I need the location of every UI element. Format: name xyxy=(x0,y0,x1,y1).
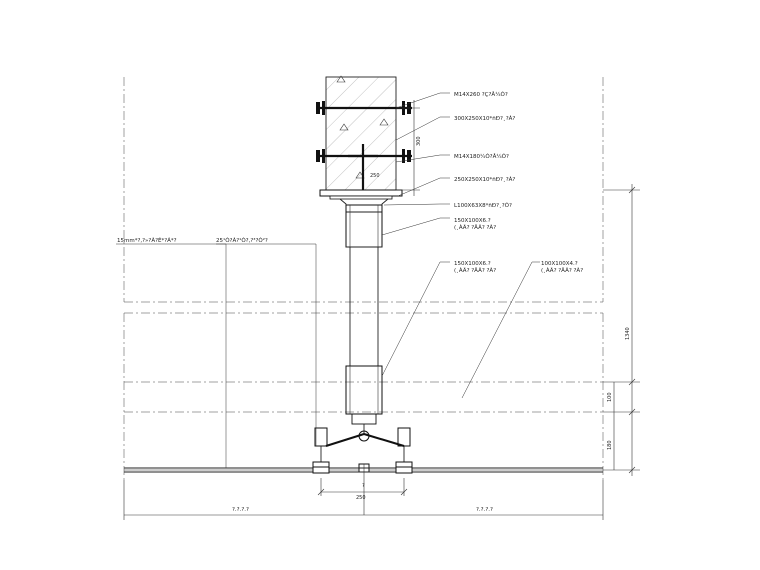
callout-tube-small-line1: 100X100X4.? xyxy=(541,261,578,267)
callout-tube-lower-line2: (¸ÀÃ? ?ÂÃ? ?À? xyxy=(454,267,496,274)
spider-fitting xyxy=(312,424,413,473)
callout-angle: L100X63X8*ñÐ?¸?Ó? xyxy=(454,202,512,209)
concrete-beam xyxy=(325,75,397,194)
steel-tube-main xyxy=(349,247,379,366)
dim-text-1340: 1340 xyxy=(625,327,631,340)
dim-bottom-250 xyxy=(317,478,408,496)
callout-tube-upper-line1: 150X100X6.? xyxy=(454,218,491,224)
callout-bolt-mid: M14X180¼Ó?Â¼Ó? xyxy=(454,153,509,160)
dim-text-180: 180 xyxy=(607,440,613,450)
footer-right-label: ?.?.?.? xyxy=(476,507,493,513)
glass-panel xyxy=(124,466,603,474)
dim-wall-300 xyxy=(396,100,420,196)
dim-text-250-bottom: 250 xyxy=(356,495,366,501)
leader-lines xyxy=(116,92,540,468)
callout-bolt-top: M14X260 ?Ç?Â¼Ó? xyxy=(454,91,508,98)
callout-tube-upper-line2: (¸ÀÃ? ?ÂÃ? ?À? xyxy=(454,224,496,231)
dim-text-300: 300 xyxy=(416,136,422,146)
dim-right-chain xyxy=(603,184,640,476)
anchor-bolt-mid xyxy=(316,144,412,190)
footer-left-label: ?.?.?.? xyxy=(232,507,249,513)
upper-slab-outline xyxy=(123,77,604,303)
callout-plate-bottom: 250X250X10*ñÐ?¸?À? xyxy=(454,176,515,183)
callout-plate-top: 300X250X10*ñÐ?¸?À? xyxy=(454,115,515,122)
steel-tube-lower xyxy=(345,365,383,425)
lower-beam-outline xyxy=(123,312,604,480)
callout-glass-left: 15mm*?,?»?À?É*?Á*? xyxy=(117,236,177,244)
dim-text-250-wall: 250 xyxy=(370,173,380,179)
steel-tube-upper xyxy=(345,204,383,248)
dim-text-100: 100 xyxy=(607,392,613,402)
dim-text-joint: ? xyxy=(362,483,365,489)
callout-glass-mid: 25¹Ò?À?¹Ò?,?³?Ò²? xyxy=(216,237,268,244)
embed-plate xyxy=(319,189,403,200)
callout-tube-lower-line1: 150X100X6.? xyxy=(454,261,491,267)
callout-tube-small-line2: (¸ÀÃ? ?ÂÃ? ?À? xyxy=(541,267,583,274)
